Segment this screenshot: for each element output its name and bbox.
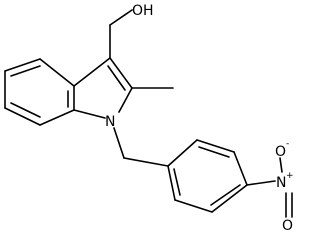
bond xyxy=(4,107,41,126)
bond xyxy=(118,87,133,113)
bond xyxy=(167,139,198,167)
bond xyxy=(279,157,283,173)
indole-nitrogen-label: N xyxy=(105,114,115,130)
bond xyxy=(246,180,276,186)
double-bond-inner xyxy=(107,65,126,91)
bond xyxy=(196,139,235,153)
bond xyxy=(73,109,106,119)
bond xyxy=(233,151,248,186)
bond xyxy=(113,127,125,159)
bond xyxy=(39,109,75,126)
bond xyxy=(4,58,41,72)
bond xyxy=(123,157,169,167)
hydroxyl-label: OH xyxy=(132,3,154,19)
bond xyxy=(167,165,176,201)
indole-benzene-ring xyxy=(4,58,75,126)
double-bond-inner xyxy=(210,184,241,206)
indole-pyrrole-ring xyxy=(73,57,133,119)
double-bond-inner xyxy=(173,168,181,196)
double-bond-inner xyxy=(198,146,230,158)
nitro-nitrogen-charge: + xyxy=(286,171,294,181)
bond xyxy=(109,9,133,26)
bond xyxy=(73,57,111,87)
double-bond-inner xyxy=(10,102,41,118)
nitro-nitrogen-label: N xyxy=(276,175,286,191)
nitro-oxygen-single-label: O xyxy=(275,144,286,160)
nitro-oxygen-double-label: O xyxy=(282,218,293,234)
nitrophenyl-ring xyxy=(167,139,248,213)
bond xyxy=(174,199,213,213)
benzyl-linker xyxy=(113,127,169,167)
bond xyxy=(109,57,133,89)
nitro-group xyxy=(246,157,293,218)
bond xyxy=(39,58,75,87)
hydroxymethyl-group xyxy=(109,9,133,59)
nitro-oxygen-charge: - xyxy=(286,139,289,149)
bond xyxy=(211,184,248,213)
double-bond-inner xyxy=(10,65,41,77)
